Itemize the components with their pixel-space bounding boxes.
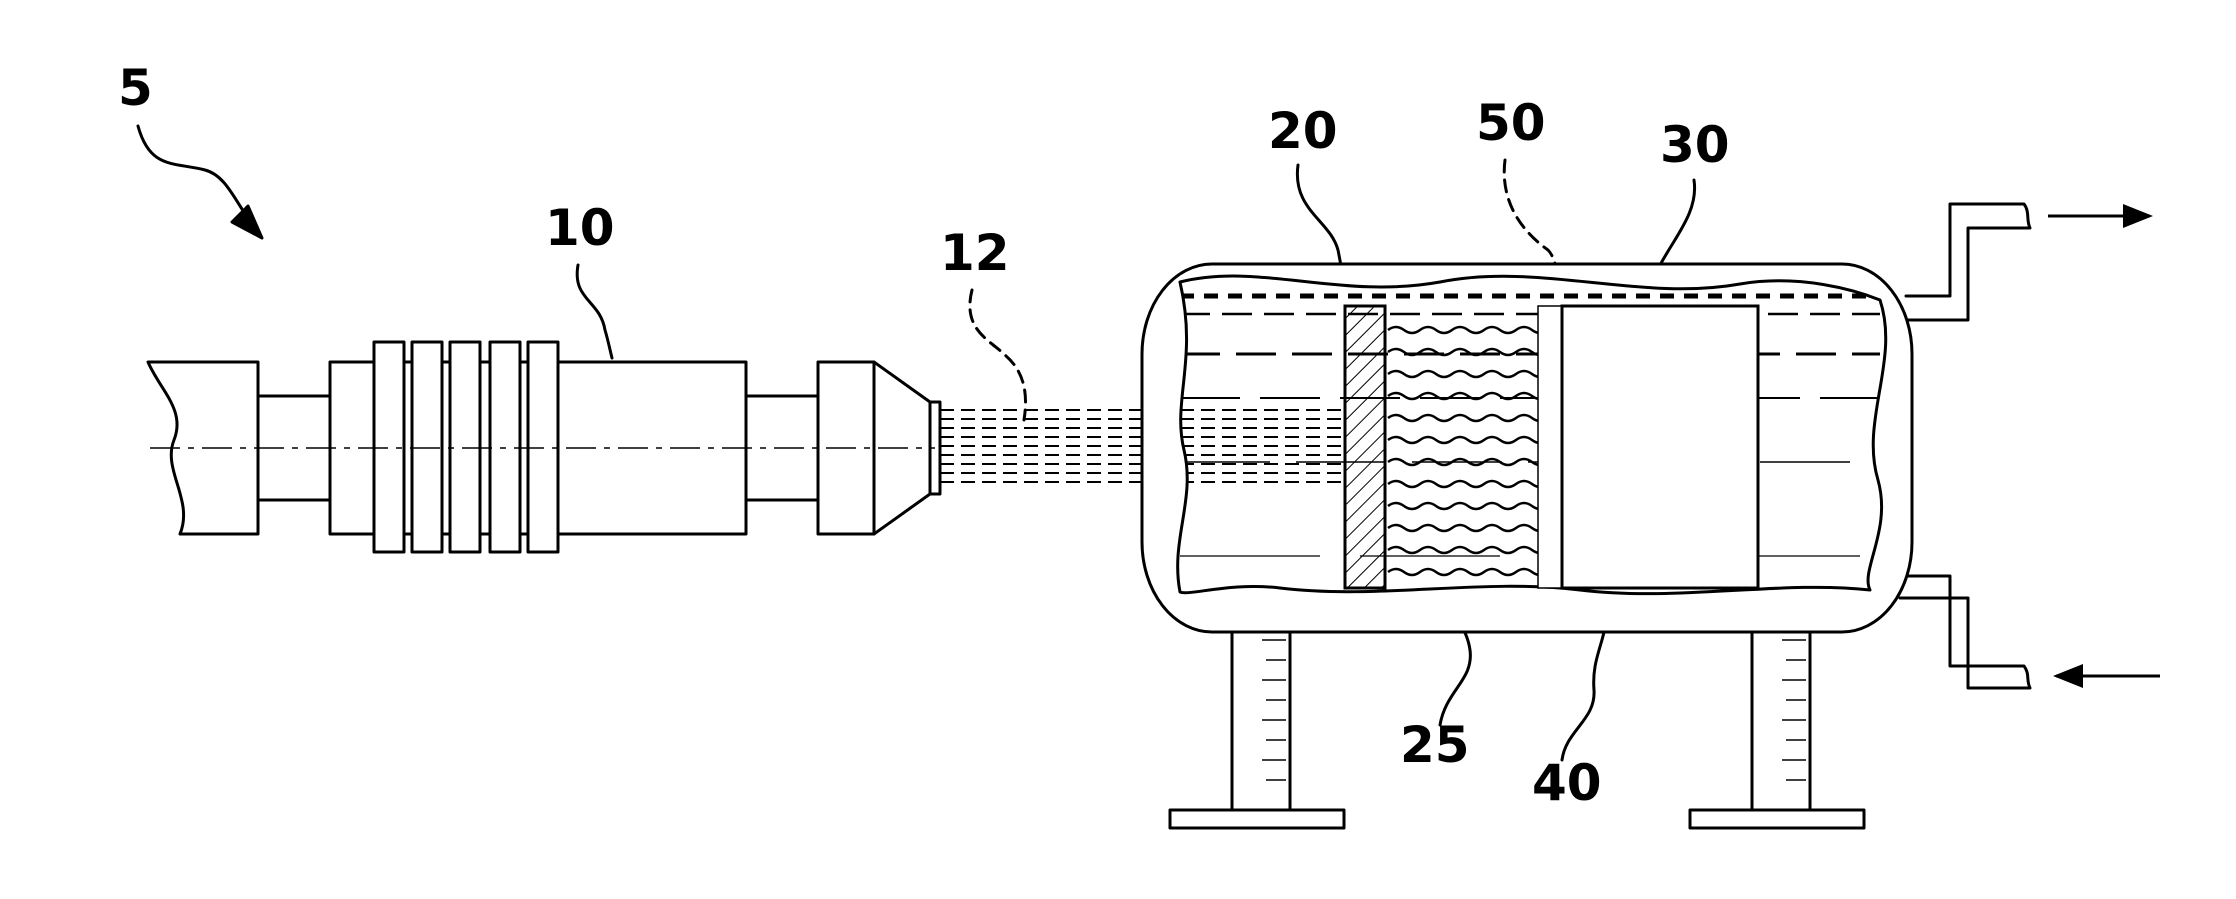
window-layer [1538, 306, 1562, 588]
sample-block [1562, 306, 1758, 588]
pressure-vessel [1142, 204, 2160, 828]
support-legs [1170, 610, 1864, 828]
label-window: 50 [1476, 94, 1546, 152]
vessel-cutaway [1178, 276, 1886, 594]
label-vessel: 40 [1532, 754, 1602, 812]
label-system: 5 [118, 59, 153, 117]
label-source: 10 [545, 199, 615, 257]
label-target: 20 [1268, 102, 1338, 160]
label-beam: 12 [940, 224, 1010, 282]
inlet-pipe [1900, 576, 2030, 688]
radiation-source [148, 342, 940, 552]
label-emission: 25 [1400, 716, 1470, 774]
target-plate [1345, 306, 1385, 588]
outlet-pipe [1906, 204, 2030, 320]
label-sample: 30 [1660, 116, 1730, 174]
